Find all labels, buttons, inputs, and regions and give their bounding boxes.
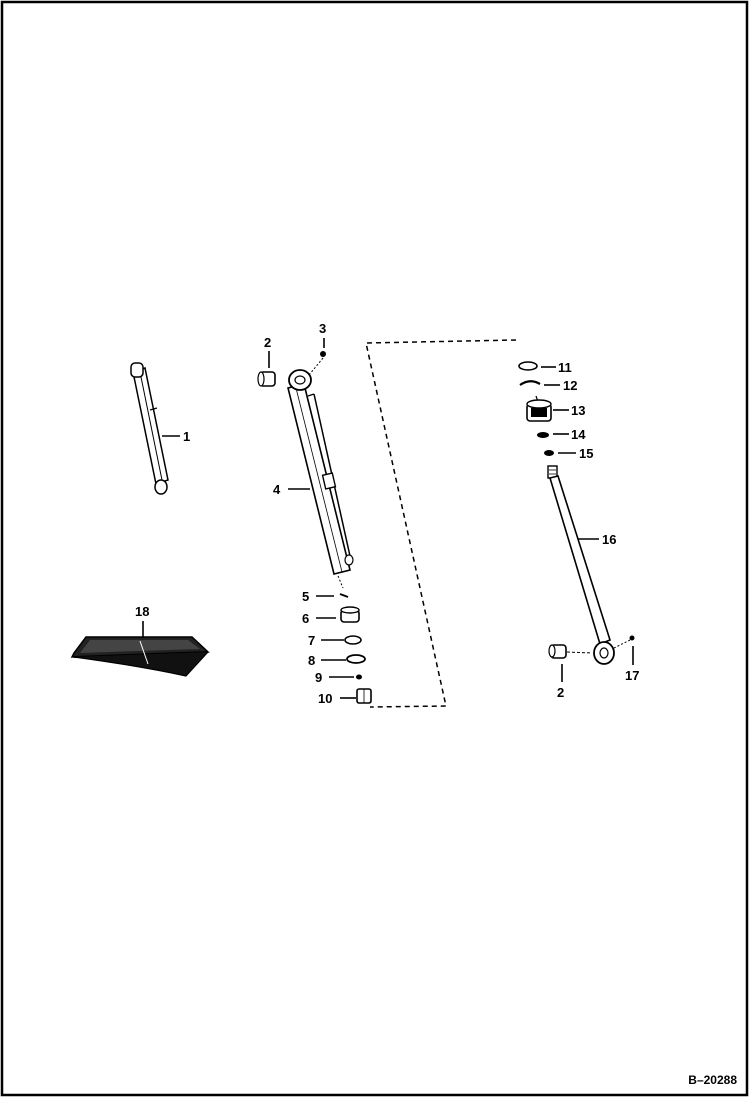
callout-14: 14: [571, 427, 586, 442]
callout-12: 12: [563, 378, 577, 393]
callout-7: 7: [308, 633, 315, 648]
part-14-seal: [537, 432, 549, 438]
callout-4: 4: [273, 482, 281, 497]
part-8-o-ring: [346, 654, 366, 664]
callout-8: 8: [308, 653, 315, 668]
part-9-seal: [356, 674, 362, 680]
assembly-bracket-dashed: [365, 339, 517, 708]
part-1-cylinder-assembly: [130, 362, 169, 495]
part-2-bushing-upper: [257, 371, 276, 387]
part-17-grease-fitting: [613, 635, 635, 649]
callout-15: 15: [579, 446, 593, 461]
callout-labels: 1 2 3 4 5 6 7 8 9 10 11 12 13 14 15 16 2…: [135, 321, 639, 706]
callout-2-upper: 2: [264, 335, 271, 350]
callout-17: 17: [625, 668, 639, 683]
leader-lines: [142, 338, 634, 699]
part-15-lock-nut: [544, 450, 554, 456]
callout-3: 3: [319, 321, 326, 336]
part-13-piston: [526, 395, 552, 422]
callout-9: 9: [315, 670, 322, 685]
callout-10: 10: [318, 691, 332, 706]
callout-5: 5: [302, 589, 309, 604]
callout-6: 6: [302, 611, 309, 626]
part-11-o-ring: [518, 361, 538, 371]
callout-11: 11: [558, 360, 572, 375]
part-3-grease-fitting: [320, 351, 326, 357]
callout-13: 13: [571, 403, 585, 418]
part-2-bushing-lower: [548, 644, 593, 659]
figure-reference-code: B–20288: [688, 1073, 737, 1087]
part-10-nut: [356, 688, 372, 704]
part-6-gland: [340, 606, 360, 623]
callout-2-lower: 2: [557, 685, 564, 700]
part-7-wiper: [344, 635, 362, 645]
callout-16: 16: [602, 532, 616, 547]
part-18-decal: [70, 636, 210, 677]
part-4-cylinder-barrel: [287, 369, 354, 589]
callout-1: 1: [183, 429, 190, 444]
callout-18: 18: [135, 604, 149, 619]
part-12-backup-ring: [519, 380, 541, 386]
part-16-piston-rod: [547, 465, 615, 665]
part-5-seal: [339, 593, 349, 598]
